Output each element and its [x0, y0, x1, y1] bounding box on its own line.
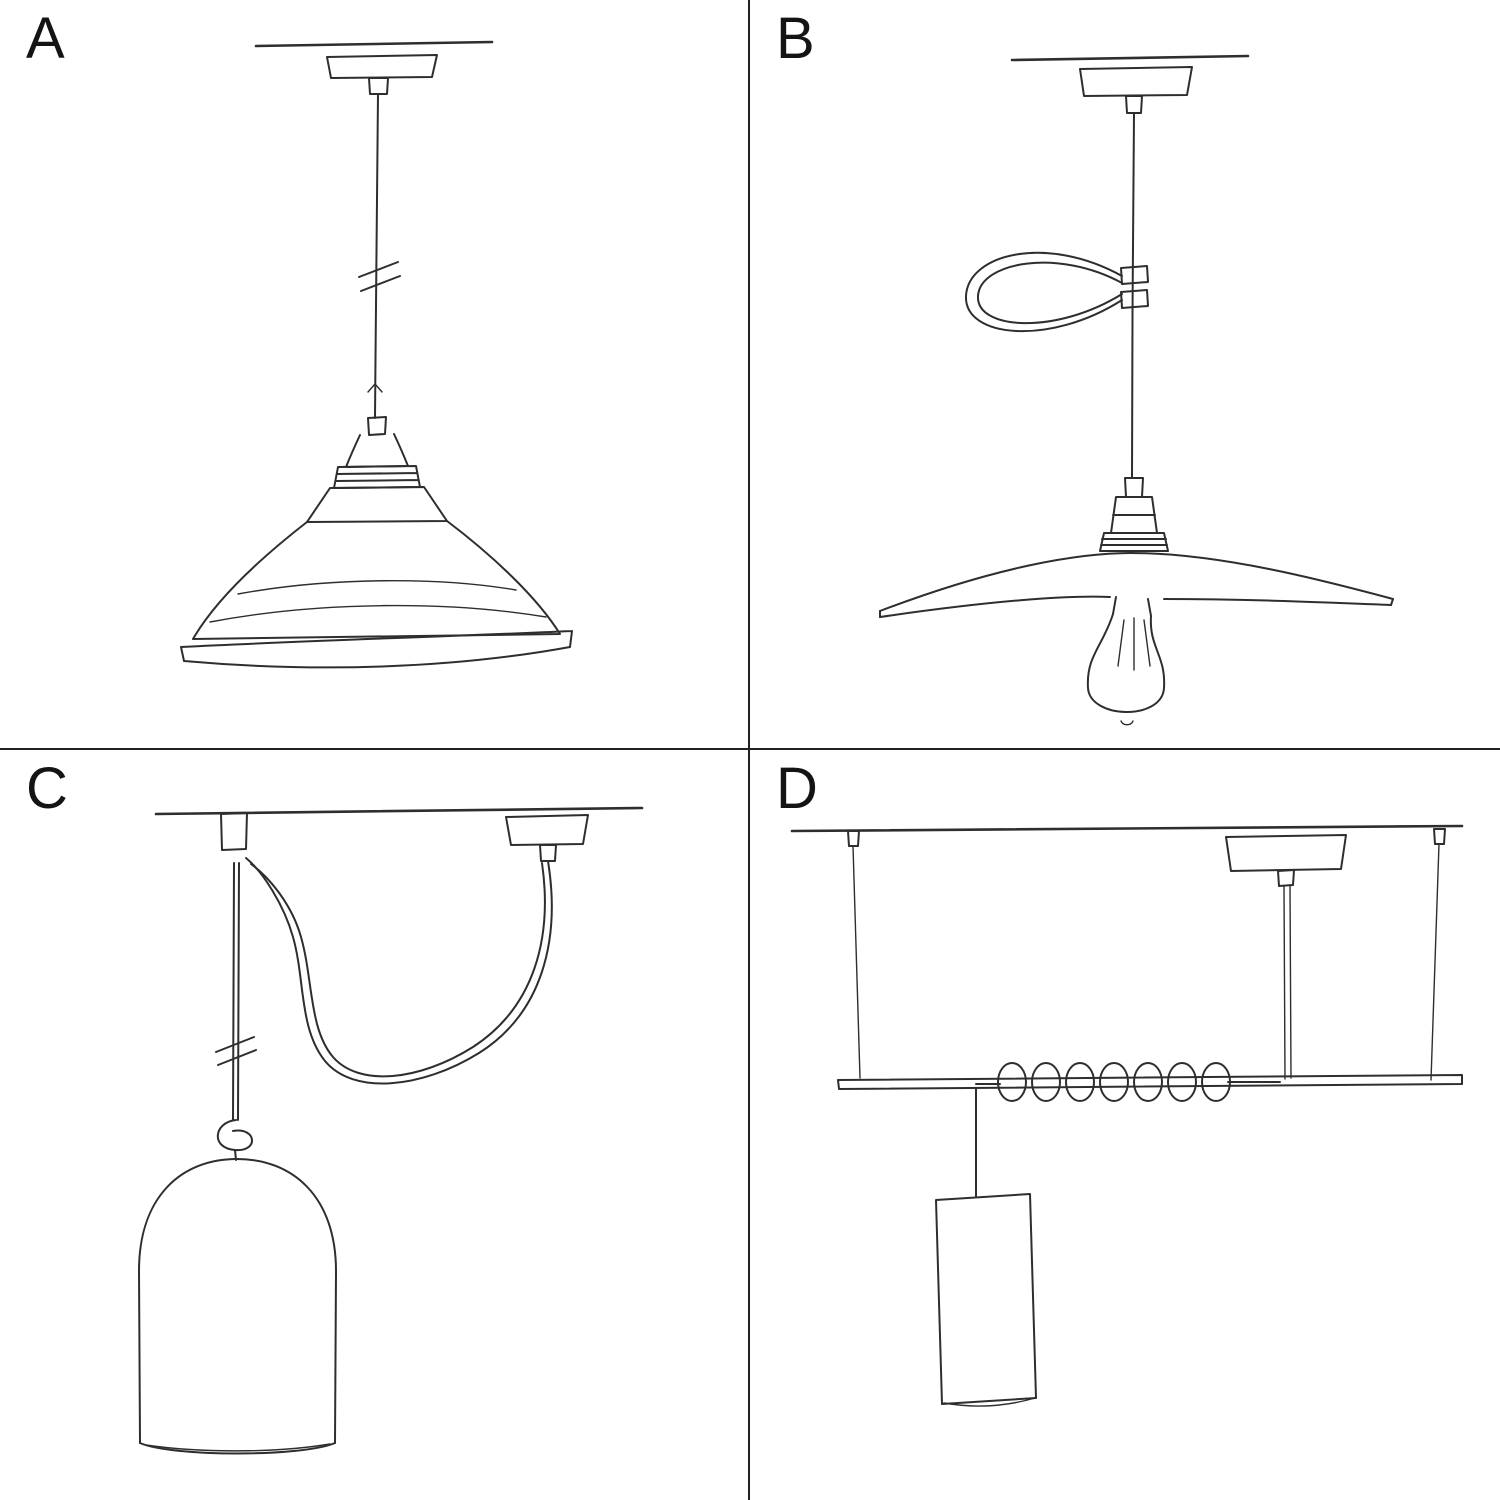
flat-plate-shade: [879, 552, 1394, 618]
industrial-shade: [180, 486, 573, 669]
sketch-pendant-straight-cable: [180, 40, 573, 669]
sketch-suspended-bar-pendant: [790, 824, 1464, 1407]
panel-d-label: D: [776, 756, 820, 821]
cable-knot: [216, 1119, 253, 1161]
ceiling-line: [1010, 54, 1250, 62]
ceiling-line: [790, 824, 1464, 833]
swag-cable: [245, 857, 553, 1085]
panel-a: A: [0, 0, 750, 750]
ceiling-hook: [220, 812, 248, 851]
suspension-wires: [847, 828, 1446, 1081]
panel-c-label: C: [26, 756, 70, 821]
horizontal-bar: [837, 1074, 1463, 1090]
sketch-swag-pendant: [138, 806, 644, 1455]
ceiling-rose: [1225, 834, 1347, 887]
ceiling-line: [254, 40, 494, 48]
pendant-cable: [358, 93, 401, 419]
ceiling-rose: [1079, 66, 1193, 114]
drop-cable: [215, 862, 257, 1121]
panel-b-label: B: [776, 6, 817, 71]
panel-a-label: A: [26, 6, 67, 71]
ceiling-rose: [505, 814, 589, 862]
sketch-pendant-cable-tie: [879, 54, 1394, 726]
panel-d: D: [750, 750, 1500, 1500]
panel-b: B: [750, 0, 1500, 750]
panel-c: C: [0, 750, 750, 1500]
coiled-cable: [975, 1062, 1281, 1102]
vertical-divider: [748, 0, 750, 1500]
ceiling-rose: [326, 54, 438, 95]
pendant-cable: [1131, 112, 1135, 479]
bell-shade: [138, 1158, 337, 1455]
cylinder-shade: [935, 1193, 1037, 1407]
horizontal-divider: [0, 748, 1500, 750]
cable-tie-loop: [964, 251, 1149, 333]
center-rod: [1283, 884, 1292, 1080]
light-bulb: [1086, 596, 1166, 726]
lamp-holder: [333, 416, 421, 489]
lamp-holder: [1099, 477, 1169, 552]
